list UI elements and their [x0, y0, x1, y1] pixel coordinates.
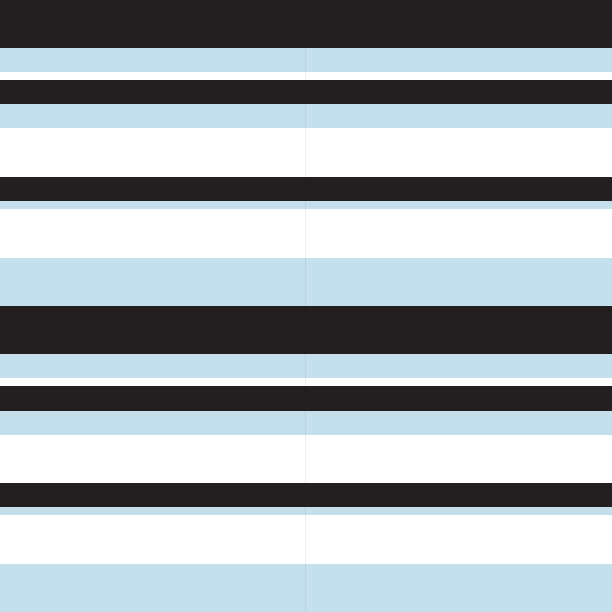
stripe-white	[0, 435, 612, 483]
stripe-dark	[0, 177, 612, 201]
stripe-light-blue	[0, 201, 612, 209]
stripe-white	[0, 72, 612, 80]
stripe-light-blue	[0, 354, 612, 378]
stripe-white	[0, 209, 612, 258]
stripe-light-blue	[0, 104, 612, 128]
stripe-dark	[0, 306, 612, 354]
stripe-white	[0, 378, 612, 386]
stripe-dark	[0, 0, 612, 48]
stripe-light-blue	[0, 411, 612, 435]
stripe-white	[0, 515, 612, 564]
tile-seam	[305, 0, 306, 612]
stripe-light-blue	[0, 564, 612, 612]
stripe-light-blue	[0, 48, 612, 72]
stripe-white	[0, 128, 612, 177]
stripe-dark	[0, 386, 612, 411]
stripe-dark	[0, 483, 612, 507]
stripe-light-blue	[0, 258, 612, 306]
stripe-dark	[0, 80, 612, 104]
stripe-light-blue	[0, 507, 612, 515]
